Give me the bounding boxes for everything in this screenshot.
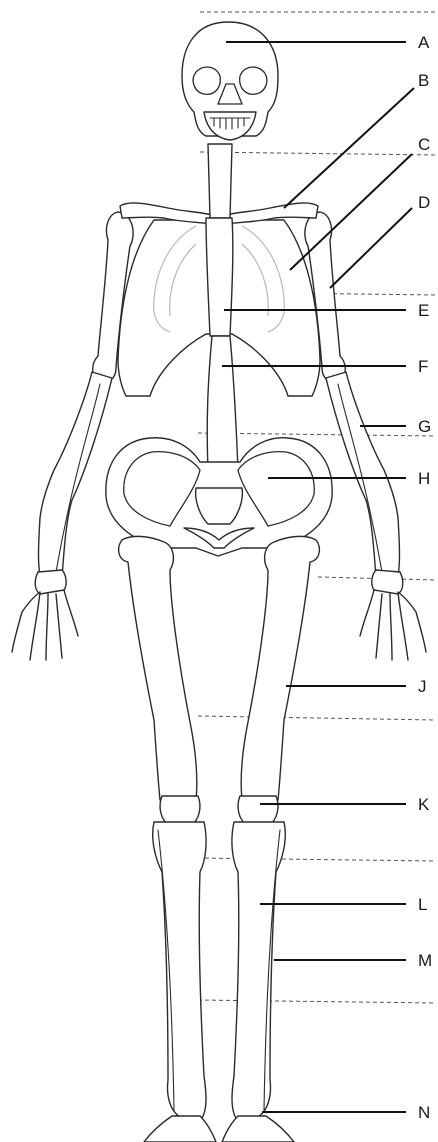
label-n: N bbox=[418, 1103, 430, 1122]
right-arm bbox=[305, 212, 426, 660]
label-j: J bbox=[418, 677, 427, 696]
left-wrist bbox=[35, 570, 66, 594]
label-b: B bbox=[418, 71, 429, 90]
label-e: E bbox=[418, 301, 429, 320]
label-c: C bbox=[418, 135, 430, 154]
label-f: F bbox=[418, 357, 428, 376]
right-forearm bbox=[326, 372, 400, 578]
guide-line-chin bbox=[200, 152, 436, 155]
label-k: K bbox=[418, 795, 430, 814]
right-femur bbox=[241, 536, 319, 800]
left-arm bbox=[12, 212, 133, 660]
label-l: L bbox=[418, 895, 427, 914]
sternum bbox=[206, 218, 233, 336]
right-eye-socket bbox=[240, 67, 267, 94]
right-tibia bbox=[232, 822, 285, 1118]
guide-line-shin bbox=[198, 1000, 436, 1003]
label-h: H bbox=[418, 469, 430, 488]
right-foot bbox=[222, 1116, 294, 1142]
left-forearm bbox=[39, 372, 113, 578]
right-hand bbox=[360, 590, 426, 660]
leader-line-b bbox=[284, 88, 414, 208]
label-a: A bbox=[418, 33, 430, 52]
guide-line-thigh bbox=[198, 716, 436, 720]
left-leg bbox=[119, 536, 216, 1142]
skull bbox=[182, 22, 278, 140]
left-tibia bbox=[153, 822, 206, 1118]
label-m: M bbox=[418, 951, 432, 970]
left-hand bbox=[12, 590, 78, 660]
neck-vertebrae bbox=[208, 144, 232, 218]
labels: A B C D E F G H J K L M N bbox=[418, 33, 432, 1122]
lumbar-spine bbox=[207, 336, 238, 470]
left-eye-socket bbox=[193, 67, 220, 94]
left-femur bbox=[119, 536, 197, 800]
label-d: D bbox=[418, 193, 430, 212]
label-g: G bbox=[418, 417, 431, 436]
right-leg bbox=[222, 536, 319, 1142]
right-wrist bbox=[372, 570, 403, 594]
left-foot bbox=[144, 1116, 216, 1142]
